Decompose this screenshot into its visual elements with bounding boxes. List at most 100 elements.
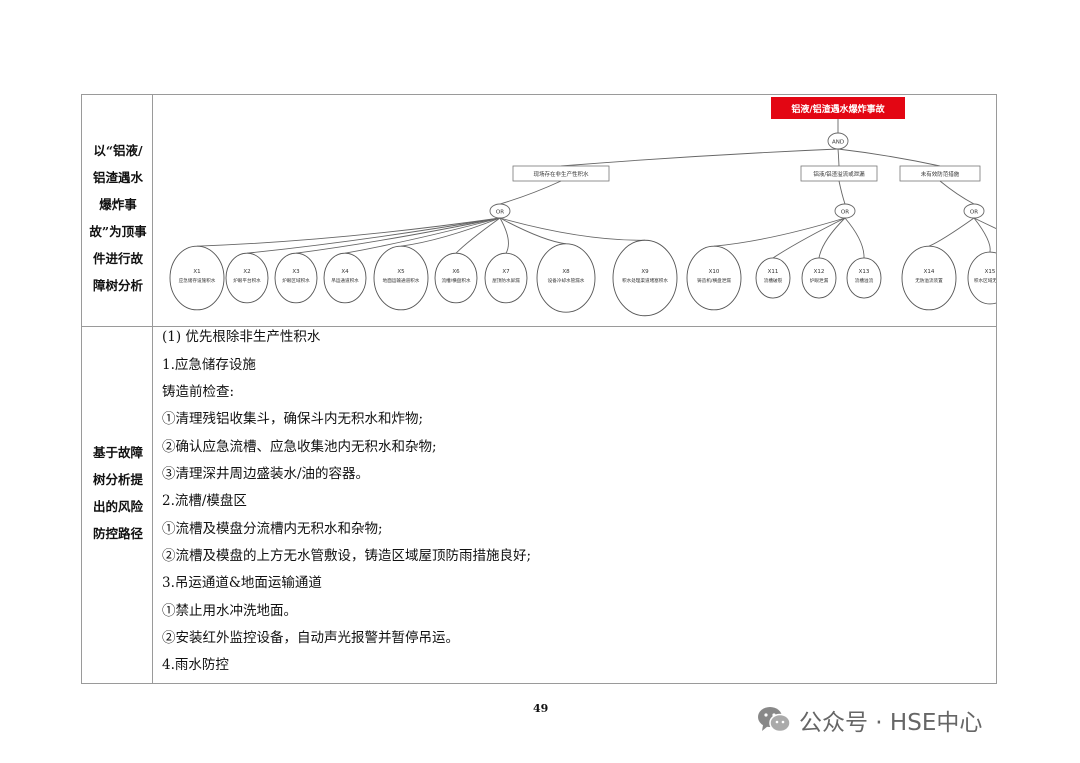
basic-event-id: X13 — [859, 269, 870, 275]
basic-event-label: 炉眼泄漏 — [810, 277, 829, 284]
basic-event-label: 铸造机/横盘泄漏 — [697, 277, 731, 284]
connector-line — [499, 217, 567, 245]
connector-line — [560, 148, 839, 167]
connector-line — [344, 217, 501, 254]
risk-control-label-cell: 基于故障树分析提出的风险防控路径 — [82, 327, 153, 683]
basic-event-label: 流槽/横盘积水 — [441, 277, 471, 284]
basic-event-label: 积水区域无隔离 — [974, 277, 996, 284]
content-line: ②流槽及模盘的上方无水管敷设，铸造区域屋顶防雨措施良好; — [162, 548, 532, 564]
risk-control-row: 基于故障树分析提出的风险防控路径 (1) 优先根除非生产性积水 1.应急储存设施铸… — [82, 327, 996, 683]
or-gate-label: OR — [841, 210, 849, 216]
basic-event-circle — [274, 252, 318, 304]
connector-line — [837, 148, 840, 167]
fault-tree-row: 以“铝液/铝渣遇水爆炸事故”为顶事件进行故障树分析 铝液/铝渣遇水爆炸事故 AND… — [82, 95, 1072, 327]
connector-line — [837, 148, 941, 167]
middle-event-label: 铝液/铝渣溢流或泄漏 — [813, 170, 865, 178]
basic-event-id: X7 — [502, 269, 510, 275]
basic-event-circle — [612, 239, 678, 317]
basic-event-label: 流槽破裂 — [764, 277, 783, 284]
connector-line — [939, 180, 975, 205]
basic-event-id: X12 — [814, 269, 825, 275]
connector-line — [838, 180, 846, 205]
content-line: 4.雨水防控 — [162, 657, 229, 673]
basic-event-label: 积水处理渠道堵塞积水 — [622, 277, 668, 284]
basic-event-label: 地面运输通道积水 — [383, 277, 420, 284]
basic-event-label: 应急储存设施积水 — [179, 277, 216, 284]
content-line: ①流槽及模盘分流槽内无积水和杂物; — [162, 521, 383, 537]
basic-event-circle — [755, 257, 791, 299]
connector-line — [400, 217, 501, 247]
basic-event-id: X4 — [341, 269, 349, 275]
and-gate-label: AND — [832, 140, 844, 146]
basic-event-id: X14 — [924, 269, 935, 275]
basic-event-label: 炉眼区域积水 — [282, 277, 310, 284]
content-line: ①清理残铝收集斗，确保斗内无积水和炸物; — [162, 411, 424, 427]
basic-event-circle — [686, 245, 742, 311]
wechat-icon — [758, 707, 791, 733]
connector-line — [499, 180, 562, 205]
basic-event-circle — [484, 252, 528, 304]
basic-event-id: X1 — [193, 269, 200, 275]
watermark-text: 公众号 · HSE中心 — [799, 710, 983, 736]
content-line: ①禁止用水冲洗地面。 — [162, 603, 297, 619]
middle-event-label: 现场存在非生产性积水 — [533, 170, 589, 178]
risk-control-row-label: 基于故障树分析提出的风险防控路径 — [92, 445, 143, 541]
basic-event-id: X8 — [562, 269, 570, 275]
content-line: (1) 优先根除非生产性积水 — [162, 329, 321, 345]
basic-event-label: 无防溢流装置 — [915, 277, 943, 284]
basic-event-id: X2 — [243, 269, 250, 275]
basic-event-circle — [967, 251, 1013, 305]
basic-event-id: X15 — [985, 269, 996, 275]
connector-line — [844, 217, 865, 258]
or-gate-label: OR — [970, 210, 978, 216]
watermark: 公众号 · HSE中心 — [757, 703, 982, 737]
basic-event-circle — [323, 252, 367, 304]
connector-line — [713, 217, 846, 247]
middle-event-label: 未有效防范措施 — [921, 170, 960, 178]
basic-event-id: X6 — [452, 269, 460, 275]
fault-tree-svg: 铝液/铝渣遇水爆炸事故 AND 现场存在非生产性积水 铝液/铝渣溢流或泄漏 未有效防范措… — [169, 97, 1072, 317]
content-line: ②确认应急流槽、应急收集池内无积水和杂物; — [162, 439, 437, 455]
basic-event-id: X10 — [709, 269, 720, 275]
content-line: ③清理深井周边盛装水/油的容器。 — [162, 466, 370, 482]
basic-event-id: X3 — [292, 269, 300, 275]
basic-event-id: X5 — [397, 269, 405, 275]
basic-event-label: 吊运通道积水 — [331, 277, 359, 284]
basic-event-label: 炉眼平台积水 — [233, 277, 261, 284]
basic-event-id: X11 — [768, 269, 779, 275]
basic-event-circle — [225, 252, 269, 304]
basic-event-circle — [536, 243, 596, 313]
content-line: ②安装红外监控设备，自动声光报警并暂停吊运。 — [162, 630, 459, 646]
table: 以“铝液/铝渣遇水爆炸事故”为顶事件进行故障树分析 铝液/铝渣遇水爆炸事故 AND… — [81, 94, 1072, 684]
top-event-box — [771, 97, 905, 119]
connector-line — [772, 217, 846, 259]
basic-event-circle — [434, 252, 478, 304]
or-gate-label: OR — [496, 210, 504, 216]
connector-line — [455, 217, 501, 254]
content-line: 铸造前检查: — [162, 384, 235, 400]
basic-event-id: X9 — [641, 269, 649, 275]
page-number: 49 — [533, 702, 549, 715]
connector-line — [295, 217, 501, 254]
basic-event-label: 屋顶防水屏漏 — [492, 277, 520, 284]
connector-line — [246, 217, 501, 254]
content-line: 1.应急储存设施 — [162, 357, 256, 373]
basic-event-circle — [373, 245, 429, 311]
basic-event-circle — [901, 245, 957, 311]
connector-line — [928, 217, 975, 247]
connector-line — [973, 217, 991, 253]
connector-line — [499, 217, 646, 241]
top-event-label: 铝液/铝渣遇水爆炸事故 — [791, 103, 885, 115]
basic-event-circle — [169, 245, 225, 311]
basic-event-label: 流槽溢流 — [855, 277, 874, 284]
content-line: 3.吊运通道&地面运输通道 — [162, 575, 322, 591]
fault-tree-label-cell: 以“铝液/铝渣遇水爆炸事故”为顶事件进行故障树分析 — [82, 95, 153, 326]
connector-line — [196, 217, 501, 247]
basic-event-label: 设备冷却水管漏水 — [548, 277, 585, 284]
fault-tree-row-label: 以“铝液/铝渣遇水爆炸事故”为顶事件进行故障树分析 — [89, 143, 147, 293]
basic-event-circle — [846, 257, 882, 299]
content-line: 2.流槽/模盘区 — [162, 493, 247, 509]
connector-line — [499, 217, 509, 254]
connector-line — [818, 217, 846, 259]
basic-event-circle — [801, 257, 837, 299]
